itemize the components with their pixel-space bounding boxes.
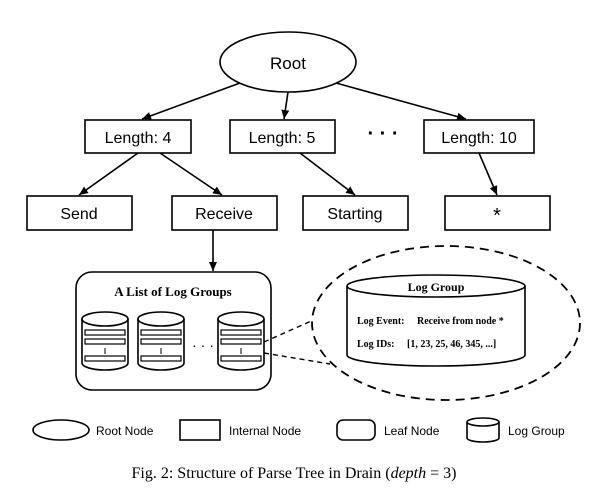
internal-node-length-10: Length: 10 — [423, 119, 535, 154]
log-group-cylinder-2 — [137, 311, 185, 371]
internal-node-label: Length: 10 — [441, 130, 517, 147]
legend-label: Internal Node — [229, 424, 301, 438]
legend-internal-node: Internal Node — [179, 419, 301, 441]
internal-node-send: Send — [26, 195, 133, 231]
internal-node-label: Length: 5 — [249, 130, 316, 147]
internal-node-length-4: Length: 4 — [84, 119, 192, 154]
log-ids-label: Log IDs: — [357, 339, 395, 350]
caption-variable: depth — [391, 465, 427, 482]
log-groups-ellipsis: · · · — [192, 337, 214, 353]
caption-prefix: Fig. 2: Structure of Parse Tree in Drain… — [132, 465, 391, 482]
zoom-connector-bottom — [263, 352, 331, 365]
root-node: Root — [219, 31, 357, 93]
legend-label: Log Group — [508, 424, 565, 438]
legend-root-node: Root Node — [32, 419, 154, 441]
internal-node-receive: Receive — [171, 195, 278, 231]
ellipsis-internal: · · · — [367, 123, 398, 145]
root-label: Root — [270, 54, 306, 73]
leaf-node-log-groups: A List of Log Groups · · · — [75, 271, 272, 391]
legend: Root Node Internal Node Leaf Node Log Gr… — [32, 417, 565, 443]
legend-leaf-node: Leaf Node — [336, 419, 440, 441]
edge-root-length10 — [335, 82, 467, 121]
log-group-cylinder-1 — [81, 311, 129, 371]
caption-suffix: = 3) — [426, 465, 456, 482]
node-label: * — [493, 205, 501, 227]
internal-node-star: * — [444, 195, 551, 231]
log-group-detail: Log Group Log Event: Receive from node *… — [346, 274, 526, 367]
edge-root-length4 — [141, 82, 241, 120]
edge-length4-receive — [159, 152, 223, 196]
legend-label: Root Node — [96, 424, 154, 438]
internal-node-starting: Starting — [302, 195, 409, 231]
figure-caption: Fig. 2: Structure of Parse Tree in Drain… — [132, 465, 457, 482]
internal-node-length-5: Length: 5 — [229, 119, 336, 154]
edge-length10-star — [478, 152, 498, 196]
node-label: Send — [60, 206, 97, 223]
internal-node-label: Length: 4 — [105, 130, 172, 147]
legend-log-group: Log Group — [466, 417, 565, 443]
log-group-cylinder-3 — [217, 311, 265, 371]
log-event-value: Receive from node * — [417, 316, 504, 327]
log-group-title: Log Group — [408, 280, 465, 294]
legend-label: Leaf Node — [384, 424, 440, 438]
edge-root-length5 — [281, 91, 290, 120]
edge-length5-starting — [299, 152, 356, 196]
log-groups-title: A List of Log Groups — [114, 284, 232, 299]
node-label: Receive — [195, 206, 253, 223]
edge-length4-send — [78, 152, 139, 196]
log-ids-value: [1, 23, 25, 46, 345, ...] — [407, 339, 496, 350]
log-event-label: Log Event: — [357, 316, 405, 327]
zoom-connector-top — [263, 317, 319, 343]
node-label: Starting — [327, 206, 382, 223]
